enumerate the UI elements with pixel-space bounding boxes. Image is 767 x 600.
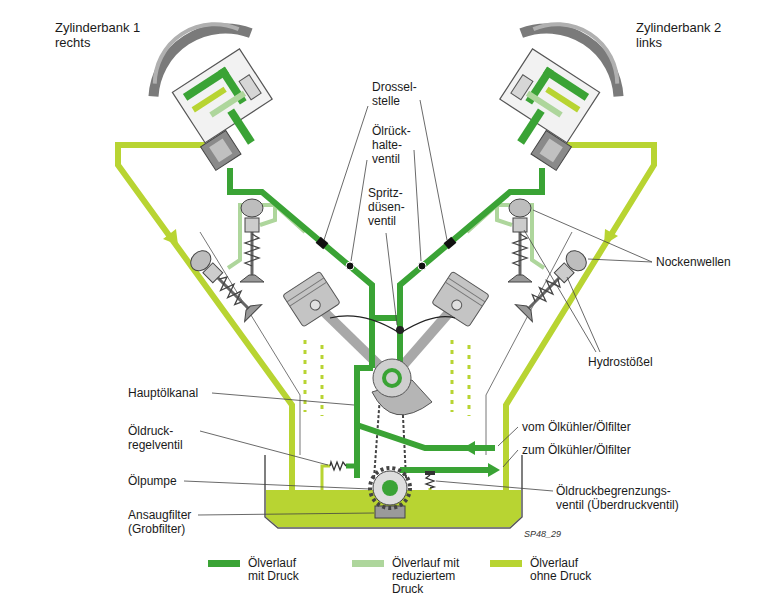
bank-title: Zylinderbank 1 rechts (55, 20, 165, 50)
part-label: Ölrück- halte- ventil (372, 124, 424, 166)
legend-text: Ölverlauf mit reduziertem Druck (392, 557, 487, 596)
figure-code: SP48_29 (524, 529, 584, 540)
legend-swatch (490, 560, 522, 567)
part-label: Nockenwellen (656, 255, 756, 269)
part-label: Öldruckbegrenzungs- ventil (Überdruckven… (556, 484, 698, 512)
part-label: Drossel- stelle (372, 80, 430, 108)
legend-swatch (352, 560, 384, 567)
part-label: Spritz- düsen- ventil (368, 186, 420, 228)
part-label: Hauptölkanal (128, 386, 228, 400)
bank-title: Zylinderbank 2 links (636, 20, 746, 50)
part-label: Öldruck- regelventil (128, 424, 200, 452)
legend-text: Ölverlauf mit Druck (248, 557, 312, 583)
part-label: Ölpumpe (128, 474, 198, 488)
part-label: Hydrostößel (588, 355, 688, 369)
flow-label: vom Ölkühler/Ölfilter (522, 420, 682, 434)
legend-swatch (208, 560, 240, 567)
part-label: Ansaugfilter (Grobfilter) (128, 508, 212, 536)
flow-label: zum Ölkühler/Ölfilter (522, 443, 682, 457)
legend-text: Ölverlauf ohne Druck (530, 557, 594, 583)
